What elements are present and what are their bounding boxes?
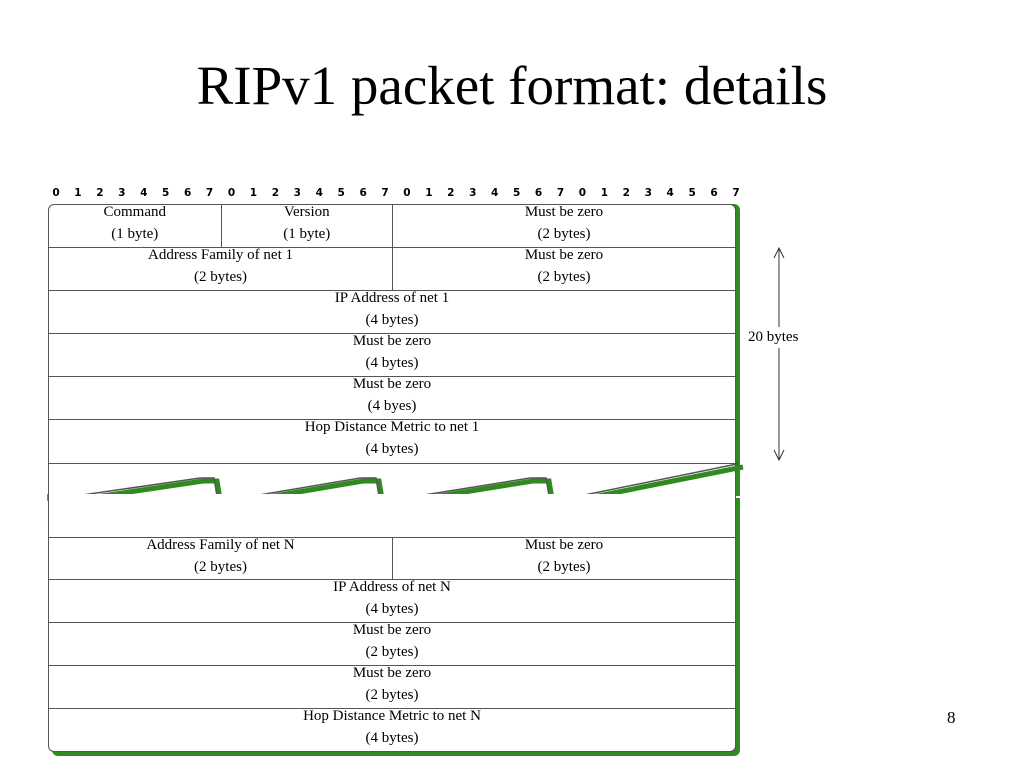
zero-field: Must be zero (2 bytes) (49, 665, 735, 708)
bit-label: 1 (74, 187, 82, 199)
bit-label: 4 (315, 187, 323, 199)
bit-ruler: 0 1 2 3 4 5 6 7 0 1 2 3 4 5 6 7 0 1 2 3 4 5 6 7 0 1 2 3 4 5 6 7 (48, 186, 739, 200)
break-shadow-top (54, 464, 744, 508)
entry-n-zero-row-a: Must be zero (2 bytes) (49, 622, 735, 666)
packet-header-and-entry-1: Command (1 byte) Version (1 byte) Must b… (48, 204, 736, 496)
entry-n-top-gap (49, 494, 735, 538)
zero-field: Must be zero (2 bytes) (49, 622, 735, 665)
bit-label: 0 (52, 187, 60, 199)
packet-entry-n: Address Family of net N (2 bytes) Must b… (48, 494, 736, 752)
field-size: (4 bytes) (365, 441, 419, 457)
bit-label: 5 (512, 187, 521, 199)
zero-field: Must be zero (2 bytes) (392, 537, 735, 579)
field-label: IP Address of net 1 (334, 290, 450, 306)
field-label: Address Family of net 1 (148, 247, 293, 263)
field-label: Must be zero (524, 204, 604, 220)
metric-field: Hop Distance Metric to net N (4 bytes) (49, 708, 735, 751)
entry-1-afi-row: Address Family of net 1 (2 bytes) Must b… (49, 247, 735, 291)
bit-label: 6 (534, 187, 543, 199)
bit-label: 6 (359, 187, 367, 199)
field-label: Version (283, 204, 330, 220)
address-family-field: Address Family of net 1 (2 bytes) (49, 247, 392, 290)
entry-1-metric-row: Hop Distance Metric to net 1 (4 bytes) (49, 419, 735, 464)
bit-label: 2 (622, 187, 630, 199)
bit-label: 7 (556, 187, 565, 199)
dimension-arrow-icon (773, 246, 785, 462)
entry-1-zero-row-b: Must be zero (4 byes) (49, 376, 735, 420)
field-label: Must be zero (352, 333, 432, 349)
field-label: Address Family of net N (146, 537, 295, 553)
field-size: (4 bytes) (365, 730, 419, 746)
field-label: IP Address of net N (333, 579, 451, 595)
bit-label: 3 (293, 187, 301, 199)
bit-label: 1 (425, 187, 433, 199)
field-size: (4 bytes) (365, 355, 419, 371)
ip-address-field: IP Address of net 1 (4 bytes) (49, 290, 735, 333)
field-label: Must be zero (352, 622, 432, 638)
entry-n-metric-row: Hop Distance Metric to net N (4 bytes) (49, 708, 735, 751)
command-field: Command (1 byte) (49, 205, 221, 247)
entry-n-afi-row: Address Family of net N (2 bytes) Must b… (49, 537, 735, 580)
bit-label: 3 (469, 187, 477, 199)
header-row: Command (1 byte) Version (1 byte) Must b… (49, 205, 735, 248)
bit-label: 2 (447, 187, 455, 199)
field-size: (2 bytes) (365, 644, 419, 660)
field-size: (2 bytes) (537, 269, 591, 285)
field-label: Hop Distance Metric to net N (303, 708, 481, 724)
bit-label: 6 (710, 187, 718, 199)
page-number: 8 (947, 708, 956, 727)
field-size: (2 bytes) (537, 559, 591, 575)
field-size: (1 byte) (111, 226, 159, 242)
bit-label: 5 (162, 187, 170, 199)
bit-label: 5 (337, 187, 345, 199)
bit-label: 0 (403, 187, 411, 199)
bit-label: 6 (183, 187, 192, 199)
field-label: Command (103, 204, 167, 220)
bit-label: 2 (96, 187, 104, 199)
field-size: (2 bytes) (365, 687, 419, 703)
header-zero-field: Must be zero (2 bytes) (392, 205, 735, 247)
address-family-field: Address Family of net N (2 bytes) (49, 537, 392, 579)
bit-label: 3 (644, 187, 652, 199)
version-field: Version (1 byte) (220, 204, 393, 247)
field-size: (4 byes) (367, 398, 417, 414)
zero-field: Must be zero (4 byes) (49, 376, 735, 419)
slide-title: RIPv1 packet format: details (196, 55, 828, 116)
bit-label: 2 (271, 187, 279, 199)
size-annotation: 20 bytes (740, 244, 830, 466)
field-label: Hop Distance Metric to net 1 (304, 419, 480, 435)
bit-label: 4 (491, 187, 499, 199)
bit-label: 0 (578, 187, 587, 199)
field-label: Must be zero (524, 247, 604, 263)
zero-field: Must be zero (2 bytes) (392, 247, 735, 290)
zero-field: Must be zero (4 bytes) (49, 333, 735, 376)
metric-field: Hop Distance Metric to net 1 (4 bytes) (49, 419, 735, 463)
field-size: (2 bytes) (194, 559, 247, 575)
bit-label: 3 (118, 187, 126, 199)
entry-1-ip-row: IP Address of net 1 (4 bytes) (49, 290, 735, 334)
field-size: (4 bytes) (365, 312, 419, 328)
size-label: 20 bytes (748, 327, 799, 348)
entry-n-zero-row-b: Must be zero (2 bytes) (49, 665, 735, 709)
bit-label: 0 (227, 187, 236, 199)
bit-label: 5 (688, 187, 696, 199)
field-label: Must be zero (524, 537, 604, 553)
entry-1-zero-row-a: Must be zero (4 bytes) (49, 333, 735, 377)
bit-label: 7 (381, 187, 389, 199)
field-label: Must be zero (352, 665, 432, 681)
bit-label: 1 (249, 187, 258, 199)
ip-address-field: IP Address of net N (4 bytes) (49, 579, 735, 622)
bit-label: 7 (732, 187, 740, 199)
field-size: (4 bytes) (365, 601, 419, 617)
field-size: (2 bytes) (537, 226, 591, 242)
field-size: (2 bytes) (194, 269, 247, 285)
field-label: Must be zero (352, 376, 432, 392)
entry-n-ip-row: IP Address of net N (4 bytes) (49, 579, 735, 623)
bit-label: 7 (205, 187, 214, 199)
bit-label: 4 (666, 187, 674, 199)
field-size: (1 byte) (283, 226, 331, 242)
bit-label: 4 (140, 187, 148, 199)
bit-label: 1 (600, 187, 609, 199)
